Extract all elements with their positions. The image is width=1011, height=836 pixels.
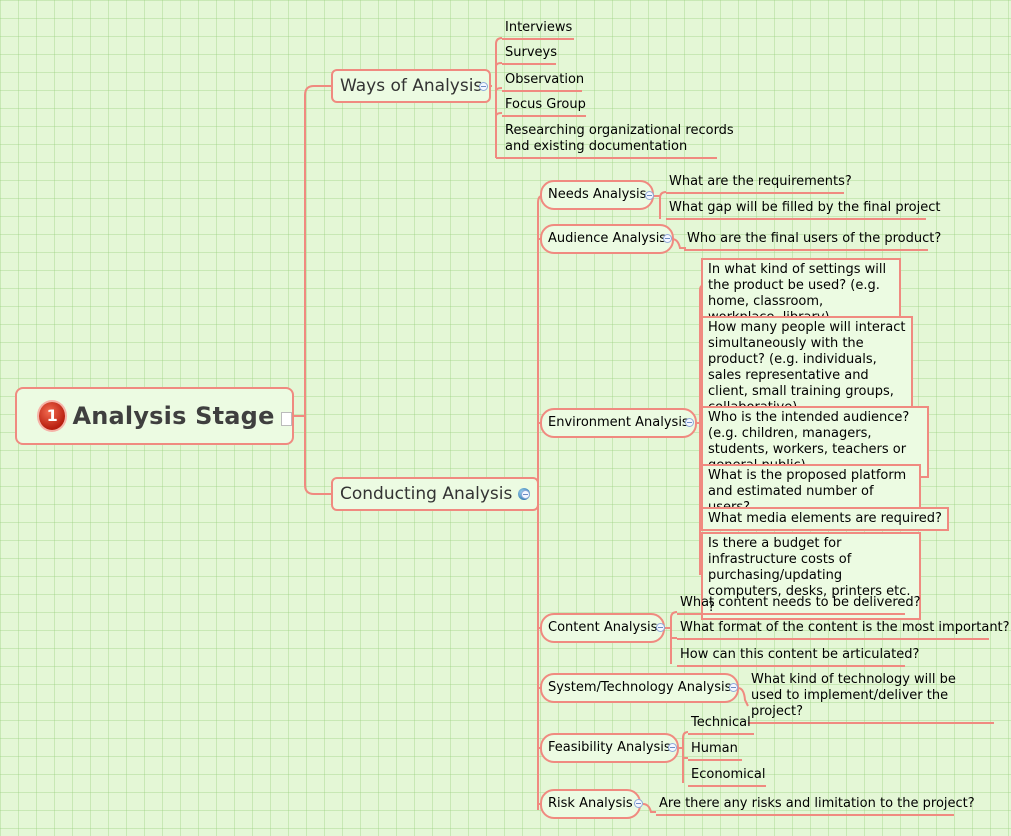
central-topic-title: Analysis Stage <box>72 402 275 430</box>
leaf-label: How can this content be articulated? <box>680 647 920 662</box>
system-technology-analysis-label: System/Technology Analysis <box>548 680 732 695</box>
leaf-label: Economical <box>691 767 766 782</box>
note-icon[interactable] <box>280 412 292 426</box>
leaf-label: What media elements are required? <box>708 511 942 526</box>
leaf-label: What are the requirements? <box>669 174 852 189</box>
content-question-3[interactable]: How can this content be articulated? <box>677 647 919 667</box>
leaf-label: What kind of technology will be used to … <box>751 672 956 719</box>
audience-analysis-label: Audience Analysis <box>548 231 667 246</box>
priority-1-icon: 1 <box>39 402 66 430</box>
needs-analysis-label: Needs Analysis <box>548 187 647 202</box>
feasibility-item-technical[interactable]: Technical <box>688 715 754 735</box>
needs-question-2[interactable]: What gap will be filled by the final pro… <box>666 200 940 220</box>
conducting-analysis-topic[interactable]: Conducting Analysis <box>331 477 540 511</box>
central-topic[interactable]: 1 Analysis Stage <box>15 387 294 445</box>
environment-analysis-label: Environment Analysis <box>548 415 689 430</box>
leaf-label: What gap will be filled by the final pro… <box>669 200 941 215</box>
audience-question-1[interactable]: Who are the final users of the product? <box>684 231 941 251</box>
leaf-label: Interviews <box>505 20 573 35</box>
content-question-1[interactable]: What content needs to be delivered? <box>677 595 921 615</box>
leaf-label: Is there a budget for infrastructure cos… <box>708 536 911 615</box>
collapse-icon[interactable] <box>645 191 654 200</box>
environment-question-media[interactable]: What media elements are required? <box>701 507 949 531</box>
feasibility-analysis-label: Feasibility Analysis <box>548 740 671 755</box>
content-question-2[interactable]: What format of the content is the most i… <box>677 620 1010 640</box>
leaf-label: Surveys <box>505 45 557 60</box>
ways-of-analysis-label: Ways of Analysis <box>340 76 483 96</box>
leaf-label: Who are the final users of the product? <box>687 231 942 246</box>
ways-item-surveys[interactable]: Surveys <box>502 45 557 65</box>
leaf-label-line: and existing documentation <box>505 139 688 154</box>
environment-analysis-topic[interactable]: Environment Analysis <box>540 408 697 438</box>
risk-analysis-topic[interactable]: Risk Analysis <box>540 789 641 819</box>
collapse-icon[interactable] <box>634 799 643 808</box>
leaf-label: Are there any risks and limitation to th… <box>659 796 975 811</box>
risk-question-1[interactable]: Are there any risks and limitation to th… <box>656 796 975 816</box>
conducting-analysis-label: Conducting Analysis <box>340 484 513 504</box>
collapse-icon[interactable] <box>521 490 530 499</box>
feasibility-analysis-topic[interactable]: Feasibility Analysis <box>540 733 679 763</box>
leaf-label: Focus Group <box>505 97 586 112</box>
collapse-icon[interactable] <box>685 418 694 427</box>
feasibility-item-economical[interactable]: Economical <box>688 767 766 787</box>
environment-question-people[interactable]: How many people will interact simultaneo… <box>701 316 913 420</box>
leaf-label: What content needs to be delivered? <box>680 595 921 610</box>
system-technology-analysis-topic[interactable]: System/Technology Analysis <box>540 673 740 703</box>
ways-item-focus-group[interactable]: Focus Group <box>502 97 586 117</box>
ways-item-records[interactable]: Researching organizational records and e… <box>496 123 734 159</box>
collapse-icon[interactable] <box>479 82 488 91</box>
collapse-icon[interactable] <box>663 234 672 243</box>
content-analysis-label: Content Analysis <box>548 620 658 635</box>
system-question-1[interactable]: What kind of technology will be used to … <box>748 672 994 724</box>
leaf-label: Human <box>691 741 738 756</box>
needs-analysis-topic[interactable]: Needs Analysis <box>540 180 655 210</box>
content-analysis-topic[interactable]: Content Analysis <box>540 613 666 643</box>
leaf-label: Observation <box>505 72 585 87</box>
leaf-label-line: Researching organizational records <box>505 123 734 138</box>
ways-item-interviews[interactable]: Interviews <box>502 20 574 40</box>
collapse-icon[interactable] <box>729 683 738 692</box>
leaf-label: How many people will interact simultaneo… <box>708 320 906 415</box>
risk-analysis-label: Risk Analysis <box>548 796 633 811</box>
ways-of-analysis-topic[interactable]: Ways of Analysis <box>331 69 492 103</box>
environment-question-budget[interactable]: Is there a budget for infrastructure cos… <box>701 532 921 620</box>
ways-item-observation[interactable]: Observation <box>502 72 585 92</box>
leaf-label: Technical <box>691 715 751 730</box>
leaf-label: What format of the content is the most i… <box>680 620 1010 635</box>
needs-question-1[interactable]: What are the requirements? <box>666 174 852 194</box>
feasibility-item-human[interactable]: Human <box>688 741 742 761</box>
collapse-icon[interactable] <box>656 623 665 632</box>
collapse-icon[interactable] <box>668 743 677 752</box>
audience-analysis-topic[interactable]: Audience Analysis <box>540 224 675 254</box>
